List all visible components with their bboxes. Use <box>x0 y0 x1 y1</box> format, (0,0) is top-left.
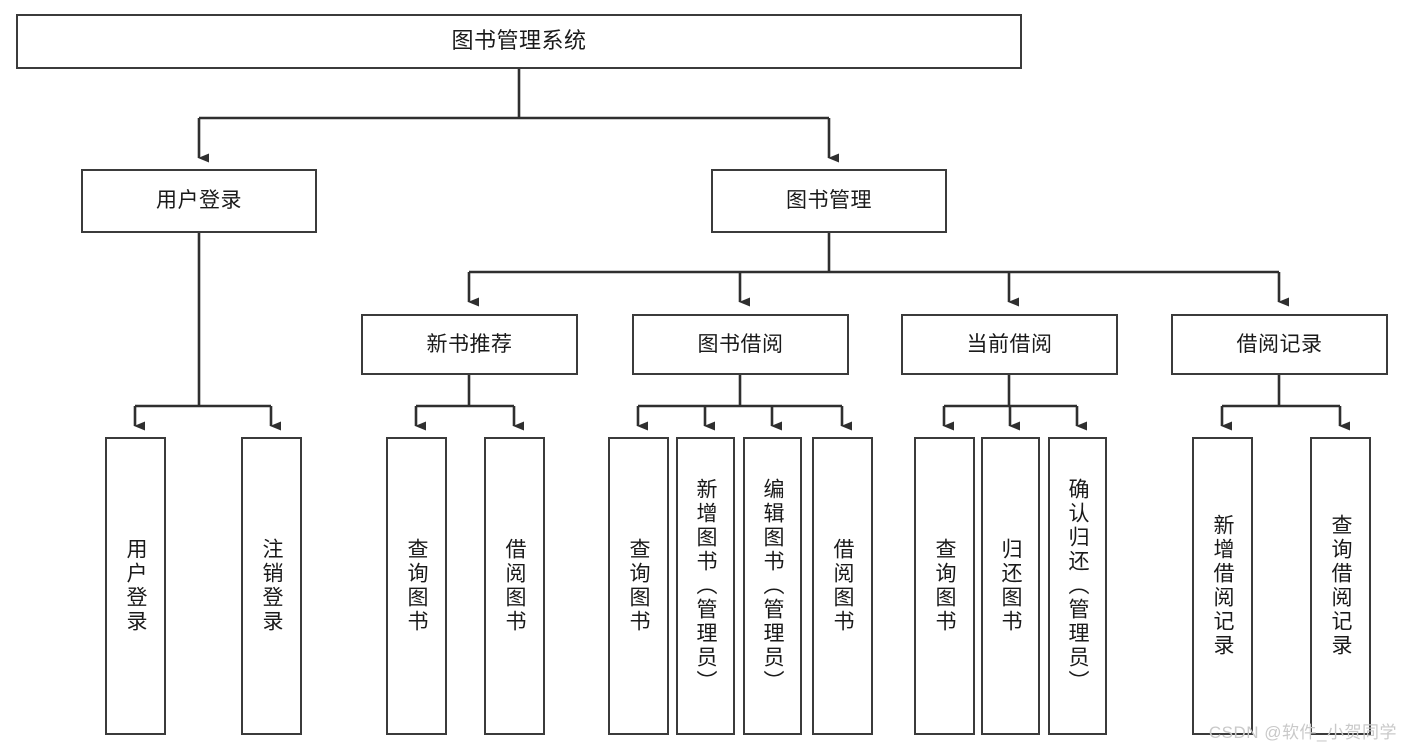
leaf-confirm-return[interactable]: 确认归还（管理员） <box>1048 437 1107 735</box>
node-label: 图书借阅 <box>697 332 784 356</box>
node-label: 图书管理系统 <box>451 28 587 54</box>
leaf-query-book-2[interactable]: 查询图书 <box>608 437 669 735</box>
node-user-login[interactable]: 用户登录 <box>81 169 317 233</box>
node-label: 注销登录 <box>260 538 283 634</box>
node-label: 借阅图书 <box>503 538 526 634</box>
node-label: 新书推荐 <box>426 332 513 356</box>
node-label: 查询借阅记录 <box>1329 514 1352 658</box>
node-label: 用户登录 <box>156 189 242 213</box>
node-label: 图书管理 <box>786 189 872 213</box>
node-label: 查询图书 <box>627 538 650 634</box>
node-label: 查询图书 <box>405 538 428 634</box>
node-label: 编辑图书（管理员） <box>761 478 784 694</box>
node-label: 用户登录 <box>124 538 147 634</box>
leaf-user-login[interactable]: 用户登录 <box>105 437 166 735</box>
leaf-add-record[interactable]: 新增借阅记录 <box>1192 437 1253 735</box>
leaf-query-record[interactable]: 查询借阅记录 <box>1310 437 1371 735</box>
leaf-return-book[interactable]: 归还图书 <box>981 437 1040 735</box>
node-book-manage[interactable]: 图书管理 <box>711 169 947 233</box>
node-label: 确认归还（管理员） <box>1066 478 1089 694</box>
node-root[interactable]: 图书管理系统 <box>16 14 1022 69</box>
leaf-edit-book[interactable]: 编辑图书（管理员） <box>743 437 802 735</box>
node-label: 归还图书 <box>999 538 1022 634</box>
node-book-borrow[interactable]: 图书借阅 <box>632 314 849 375</box>
node-borrow-record[interactable]: 借阅记录 <box>1171 314 1388 375</box>
node-current-borrow[interactable]: 当前借阅 <box>901 314 1118 375</box>
leaf-logout[interactable]: 注销登录 <box>241 437 302 735</box>
leaf-query-book-1[interactable]: 查询图书 <box>386 437 447 735</box>
node-label: 新增借阅记录 <box>1211 514 1234 658</box>
leaf-query-book-3[interactable]: 查询图书 <box>914 437 975 735</box>
leaf-borrow-book-2[interactable]: 借阅图书 <box>812 437 873 735</box>
node-label: 查询图书 <box>933 538 956 634</box>
node-label: 借阅记录 <box>1236 332 1323 356</box>
leaf-add-book[interactable]: 新增图书（管理员） <box>676 437 735 735</box>
node-new-book-recommend[interactable]: 新书推荐 <box>361 314 578 375</box>
node-label: 借阅图书 <box>831 538 854 634</box>
node-label: 当前借阅 <box>966 332 1053 356</box>
leaf-borrow-book-1[interactable]: 借阅图书 <box>484 437 545 735</box>
node-label: 新增图书（管理员） <box>694 478 717 694</box>
